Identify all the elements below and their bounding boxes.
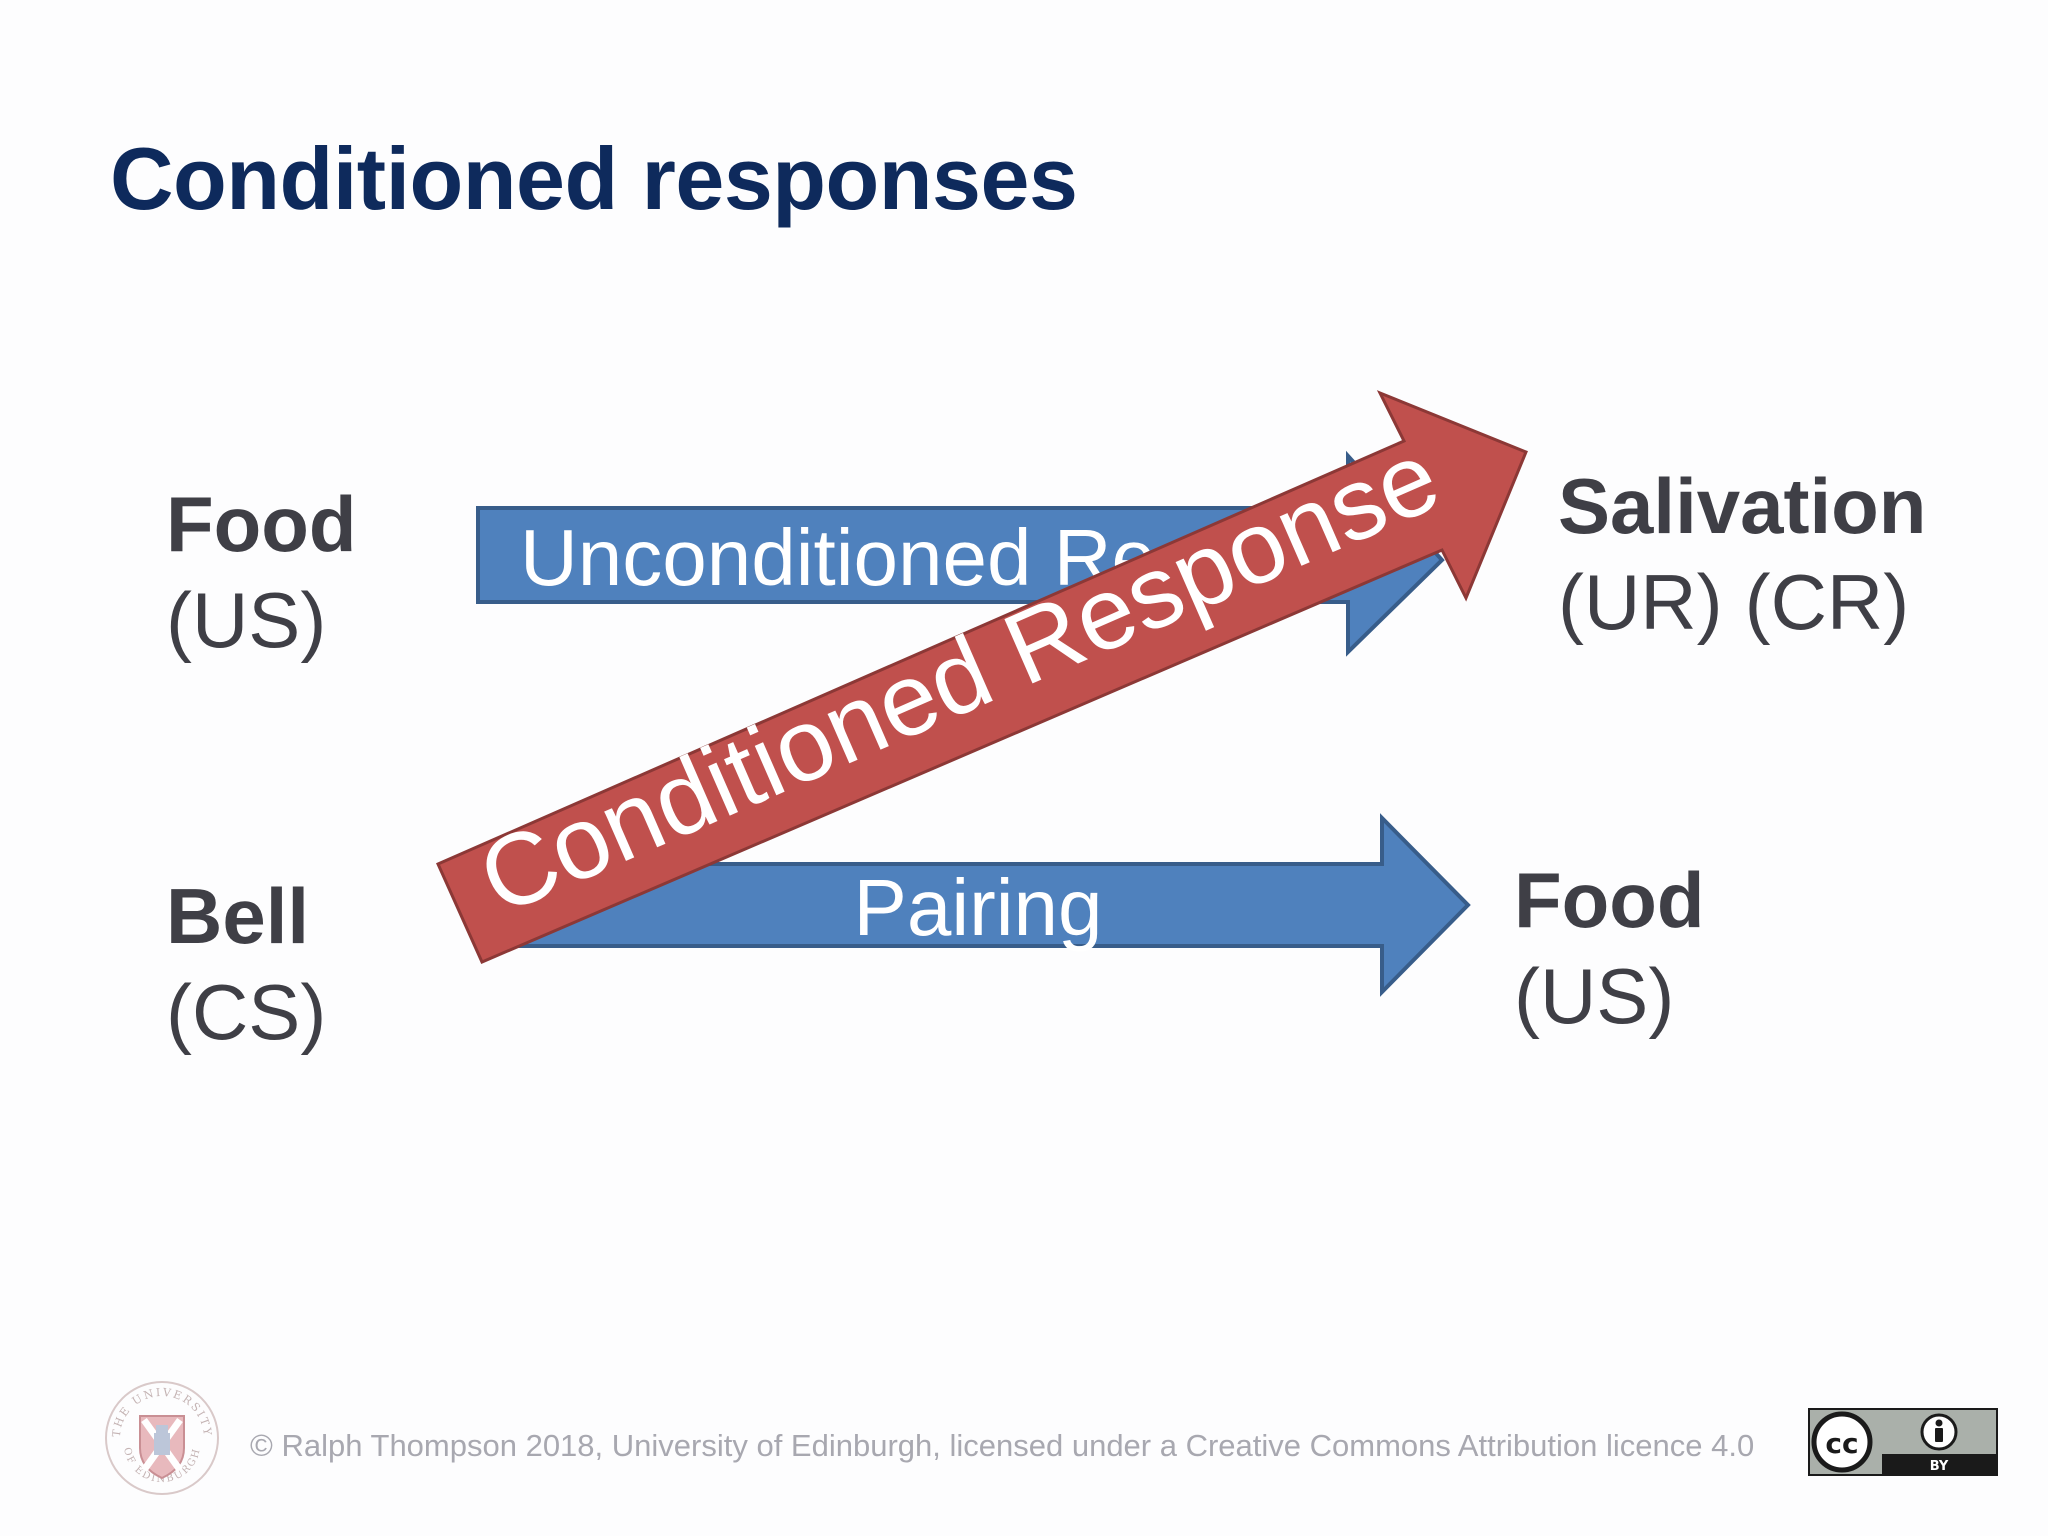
unconditioned-arrow-label: Unconditioned Re [520,513,1156,602]
creative-commons-license-badge: BY cc [1808,1408,1998,1476]
term-bell-abbr: (CS) [166,968,327,1056]
creative-commons-icon: cc [1811,1411,1873,1473]
pairing-arrow-label: Pairing [853,863,1102,952]
term-salivation: Salivation (UR)(CR) [1558,458,1926,650]
conditioned-arrow-shape [436,390,1528,964]
term-salivation-name: Salivation [1558,462,1927,550]
term-food-abbr: (US) [166,576,327,664]
badge-by-label: BY [1930,1459,1949,1474]
term-food-result-abbr: (US) [1514,952,1675,1040]
term-food-us: Food (US) [166,476,357,668]
footer-copyright: © Ralph Thompson 2018, University of Edi… [250,1428,1755,1463]
term-salivation-ur: (UR) [1558,558,1723,646]
term-bell-name: Bell [166,872,310,960]
slide-title: Conditioned responses [110,129,1078,228]
term-food-us-result: Food (US) [1514,852,1705,1044]
university-crest-icon: THE UNIVERSITY OF EDINBURGH [105,1381,219,1495]
attribution-icon [1920,1413,1958,1451]
term-food-name: Food [166,480,357,568]
pairing-arrow: Pairing [476,813,1471,997]
unconditioned-response-arrow: Unconditioned Re [476,450,1445,657]
term-food-result-name: Food [1514,856,1705,944]
term-salivation-cr: (CR) [1744,558,1910,646]
term-bell-cs: Bell (CS) [166,868,326,1060]
pairing-arrow-shape [476,813,1471,997]
conditioned-arrow-label: Conditioned Response [463,419,1454,937]
term-salivation-abbr: (UR)(CR) [1558,554,1926,650]
badge-cc-label: cc [1825,1427,1858,1460]
